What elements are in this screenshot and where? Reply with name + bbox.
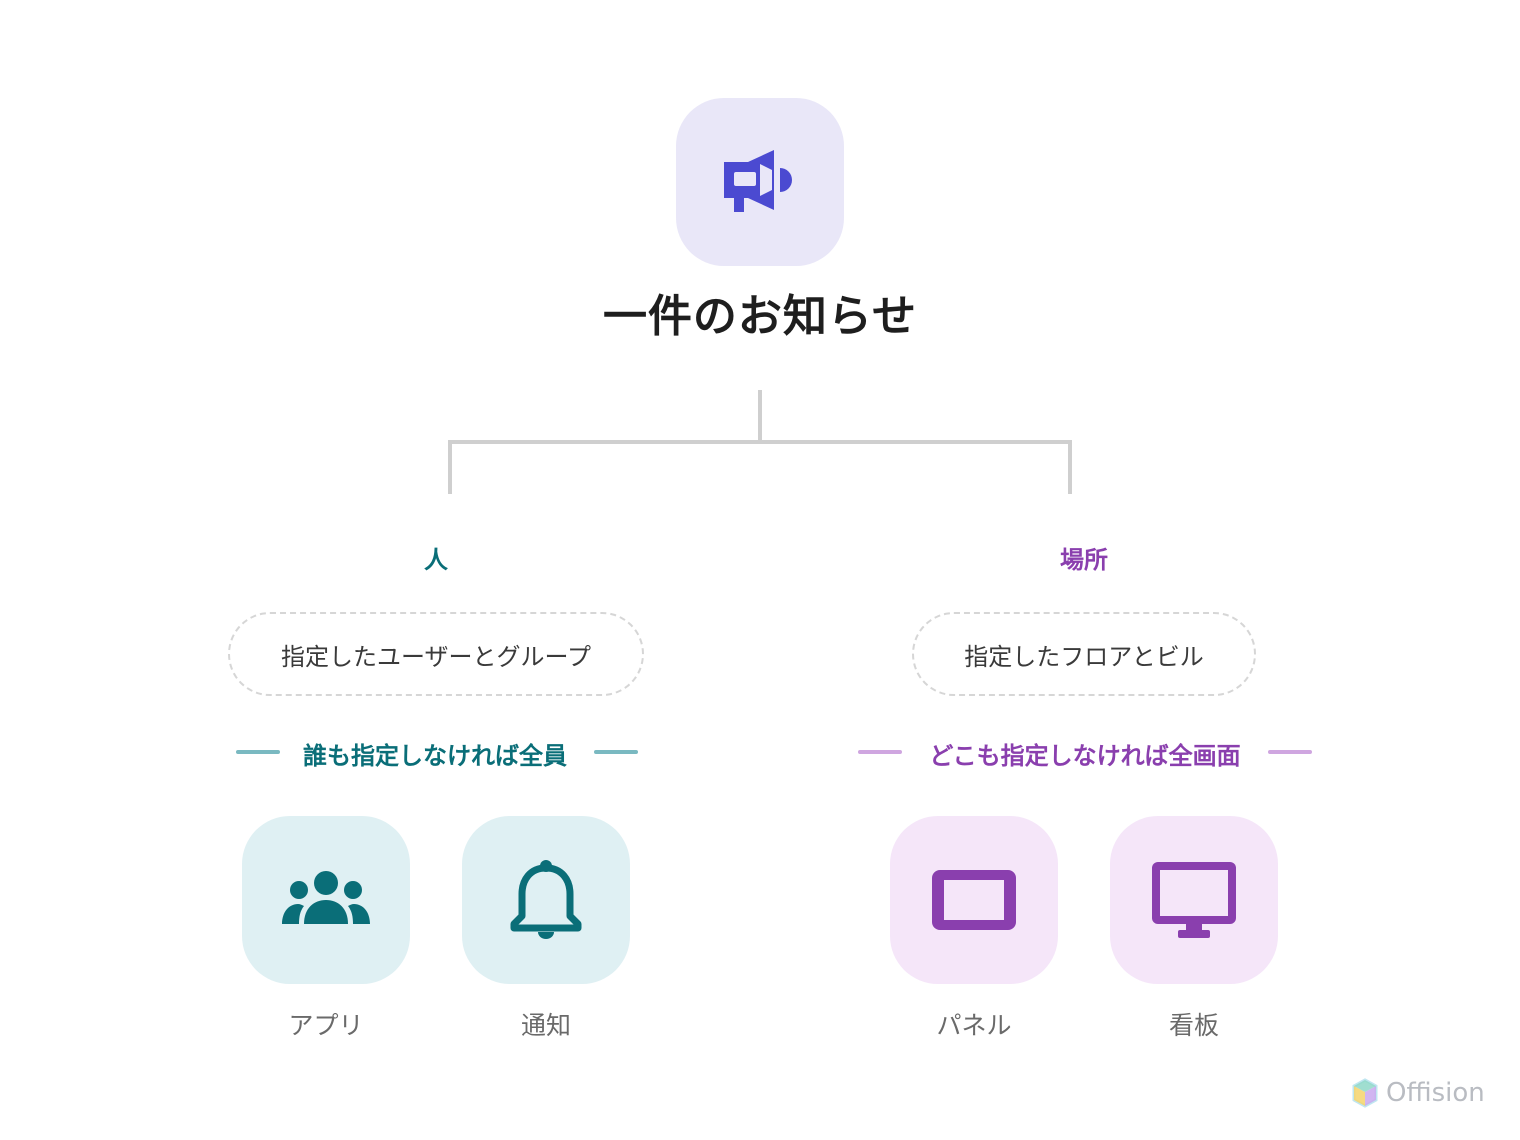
signage-channel-tile bbox=[1110, 816, 1278, 984]
places-target-pill: 指定したフロアとビル bbox=[912, 612, 1256, 696]
connector-right bbox=[1068, 440, 1072, 494]
places-default-note: どこも指定しなければ全画面 bbox=[929, 742, 1241, 770]
people-default-note: 誰も指定しなければ全員 bbox=[303, 742, 567, 770]
panel-channel-tile bbox=[890, 816, 1058, 984]
app-channel-label: アプリ bbox=[288, 1011, 364, 1040]
places-note-dash-right bbox=[1268, 750, 1312, 754]
places-note-dash-left bbox=[858, 750, 902, 754]
bell-icon bbox=[510, 860, 582, 939]
people-note-dash-right bbox=[594, 750, 638, 754]
announcement-title: 一件のお知らせ bbox=[602, 291, 918, 342]
connector-stem bbox=[758, 390, 762, 442]
people-target-pill: 指定したユーザーとグループ bbox=[228, 612, 644, 696]
brand-logo: Offision bbox=[1352, 1078, 1485, 1108]
people-branch-label: 人 bbox=[424, 546, 448, 574]
group-icon bbox=[282, 871, 370, 924]
panel-channel-label: パネル bbox=[936, 1011, 1012, 1040]
people-note-dash-left bbox=[236, 750, 280, 754]
connector-left bbox=[448, 440, 452, 494]
brand-name: Offision bbox=[1386, 1078, 1485, 1108]
tablet-icon bbox=[932, 870, 1016, 930]
signage-channel-label: 看板 bbox=[1168, 1011, 1219, 1040]
notification-channel-tile bbox=[462, 816, 630, 984]
monitor-icon bbox=[1152, 862, 1236, 938]
announcement-icon-tile bbox=[676, 98, 844, 266]
app-channel-tile bbox=[242, 816, 410, 984]
places-branch-label: 場所 bbox=[1060, 546, 1108, 574]
megaphone-icon bbox=[724, 150, 792, 212]
notification-channel-label: 通知 bbox=[520, 1011, 571, 1040]
offision-logo-icon bbox=[1352, 1078, 1378, 1108]
connector-bar bbox=[448, 440, 1072, 444]
